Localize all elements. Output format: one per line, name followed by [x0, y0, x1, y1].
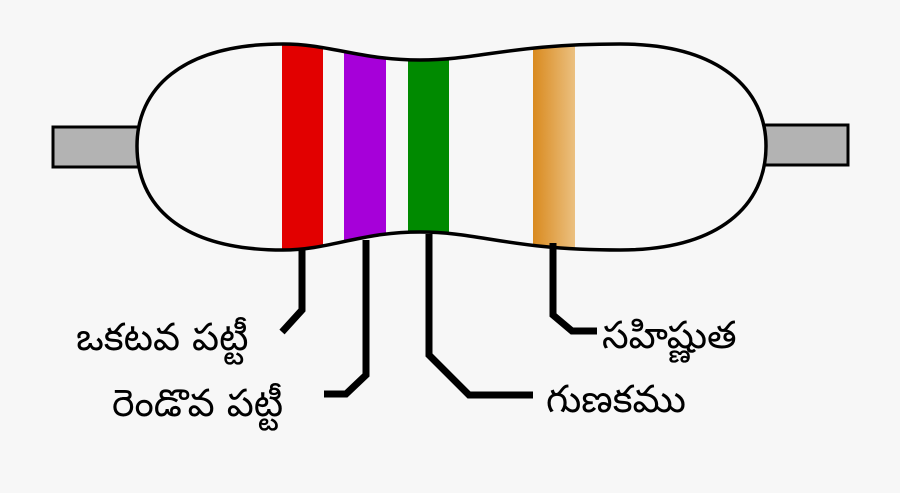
right-lead: [762, 123, 850, 167]
multiplier-leader: [425, 234, 533, 399]
tolerance-label: సహిష్ణుత: [602, 313, 737, 357]
first-band: [282, 44, 323, 250]
first-band-label: ఒకటవ పట్టీ: [76, 315, 249, 359]
second-band: [344, 44, 386, 250]
multiplier-band: [408, 44, 449, 250]
tolerance-leader: [549, 243, 597, 335]
resistor-body-outline: [135, 42, 768, 252]
resistor-body: [137, 44, 766, 250]
second-band-leader: [324, 240, 370, 398]
left-lead: [51, 125, 141, 169]
tolerance-band: [533, 44, 575, 250]
first-band-leader: [279, 249, 306, 335]
second-band-label: రెండొవ పట్టీ: [112, 381, 284, 425]
multiplier-label: గుణకము: [546, 377, 686, 421]
